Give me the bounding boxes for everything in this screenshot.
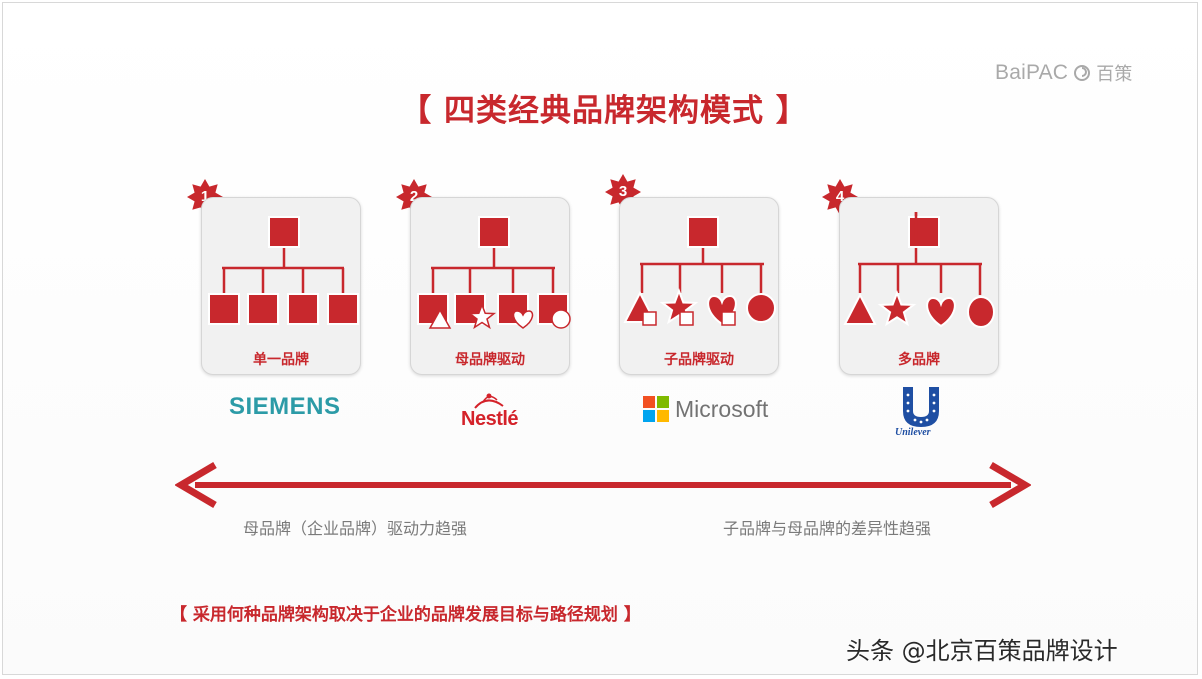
brand-mark: BaiPAC 百策 (995, 59, 1133, 87)
hierarchy-diagram (208, 216, 359, 325)
badge-number: 1 (200, 188, 210, 205)
star-icon (659, 288, 699, 325)
brand-swirl-icon (1074, 65, 1091, 81)
bottom-note: 【 采用何种品牌架构取决于企业的品牌发展目标与路径规划 】 (170, 605, 641, 625)
nestle-wordmark: Nestlé (461, 408, 519, 430)
parent-square-icon (908, 216, 940, 248)
nestle-logo: Nestlé (455, 388, 535, 432)
hierarchy-diagram (623, 216, 776, 326)
square-icon (679, 311, 694, 326)
badge-number: 3 (618, 183, 628, 200)
star-icon (877, 290, 917, 327)
microsoft-wordmark: Microsoft (675, 395, 769, 422)
card-label: 单一品牌 (253, 352, 309, 368)
card-label: 多品牌 (898, 352, 940, 368)
badge-number: 2 (409, 188, 419, 205)
star-icon (467, 302, 497, 330)
brand-mark-latin: BaiPAC (995, 61, 1069, 84)
watermark: 头条 @北京百策品牌设计 (846, 637, 1118, 665)
unilever-logo: Unilever (893, 385, 949, 441)
circle-icon (746, 293, 776, 323)
heart-icon (512, 310, 534, 329)
hierarchy-diagram (843, 212, 995, 328)
card-master-brand-driven: 母品牌驱动 (410, 197, 571, 375)
circle-icon (967, 296, 995, 328)
unilever-wordmark: Unilever (895, 427, 931, 438)
unilever-u-icon (903, 387, 939, 427)
brand-mark-chinese: 百策 (1096, 64, 1133, 85)
card-label: 子品牌驱动 (664, 352, 734, 368)
right-axis-caption: 子品牌与母品牌的差异性趋强 (723, 519, 932, 538)
left-axis-caption: 母品牌（企业品牌）驱动力趋强 (243, 519, 468, 538)
double-arrow-icon (175, 461, 1031, 509)
square-icon (208, 293, 240, 325)
card-single-brand: 单一品牌 (201, 197, 361, 375)
parent-square-icon (268, 216, 300, 248)
page-title: 【 四类经典品牌架构模式 】 (400, 93, 808, 129)
square-icon (287, 293, 319, 325)
badge-number: 4 (835, 188, 845, 205)
siemens-logo: SIEMENS (229, 393, 341, 420)
microsoft-logo: Microsoft (643, 393, 768, 425)
parent-square-icon (687, 216, 719, 248)
heart-icon (926, 296, 956, 328)
square-icon (247, 293, 279, 325)
card-multi-brand: 多品牌 (839, 197, 999, 375)
parent-square-icon (478, 216, 510, 248)
triangle-icon (428, 308, 452, 329)
square-icon (642, 311, 657, 326)
triangle-icon (843, 292, 877, 325)
square-icon (721, 311, 736, 326)
card-label: 母品牌驱动 (455, 352, 525, 368)
square-icon (327, 293, 359, 325)
circle-icon (551, 309, 571, 329)
windows-squares-icon (643, 396, 669, 422)
nest-birds-icon (474, 393, 504, 409)
hierarchy-diagram (417, 216, 571, 330)
card-sub-brand-driven: 子品牌驱动 (619, 197, 779, 375)
